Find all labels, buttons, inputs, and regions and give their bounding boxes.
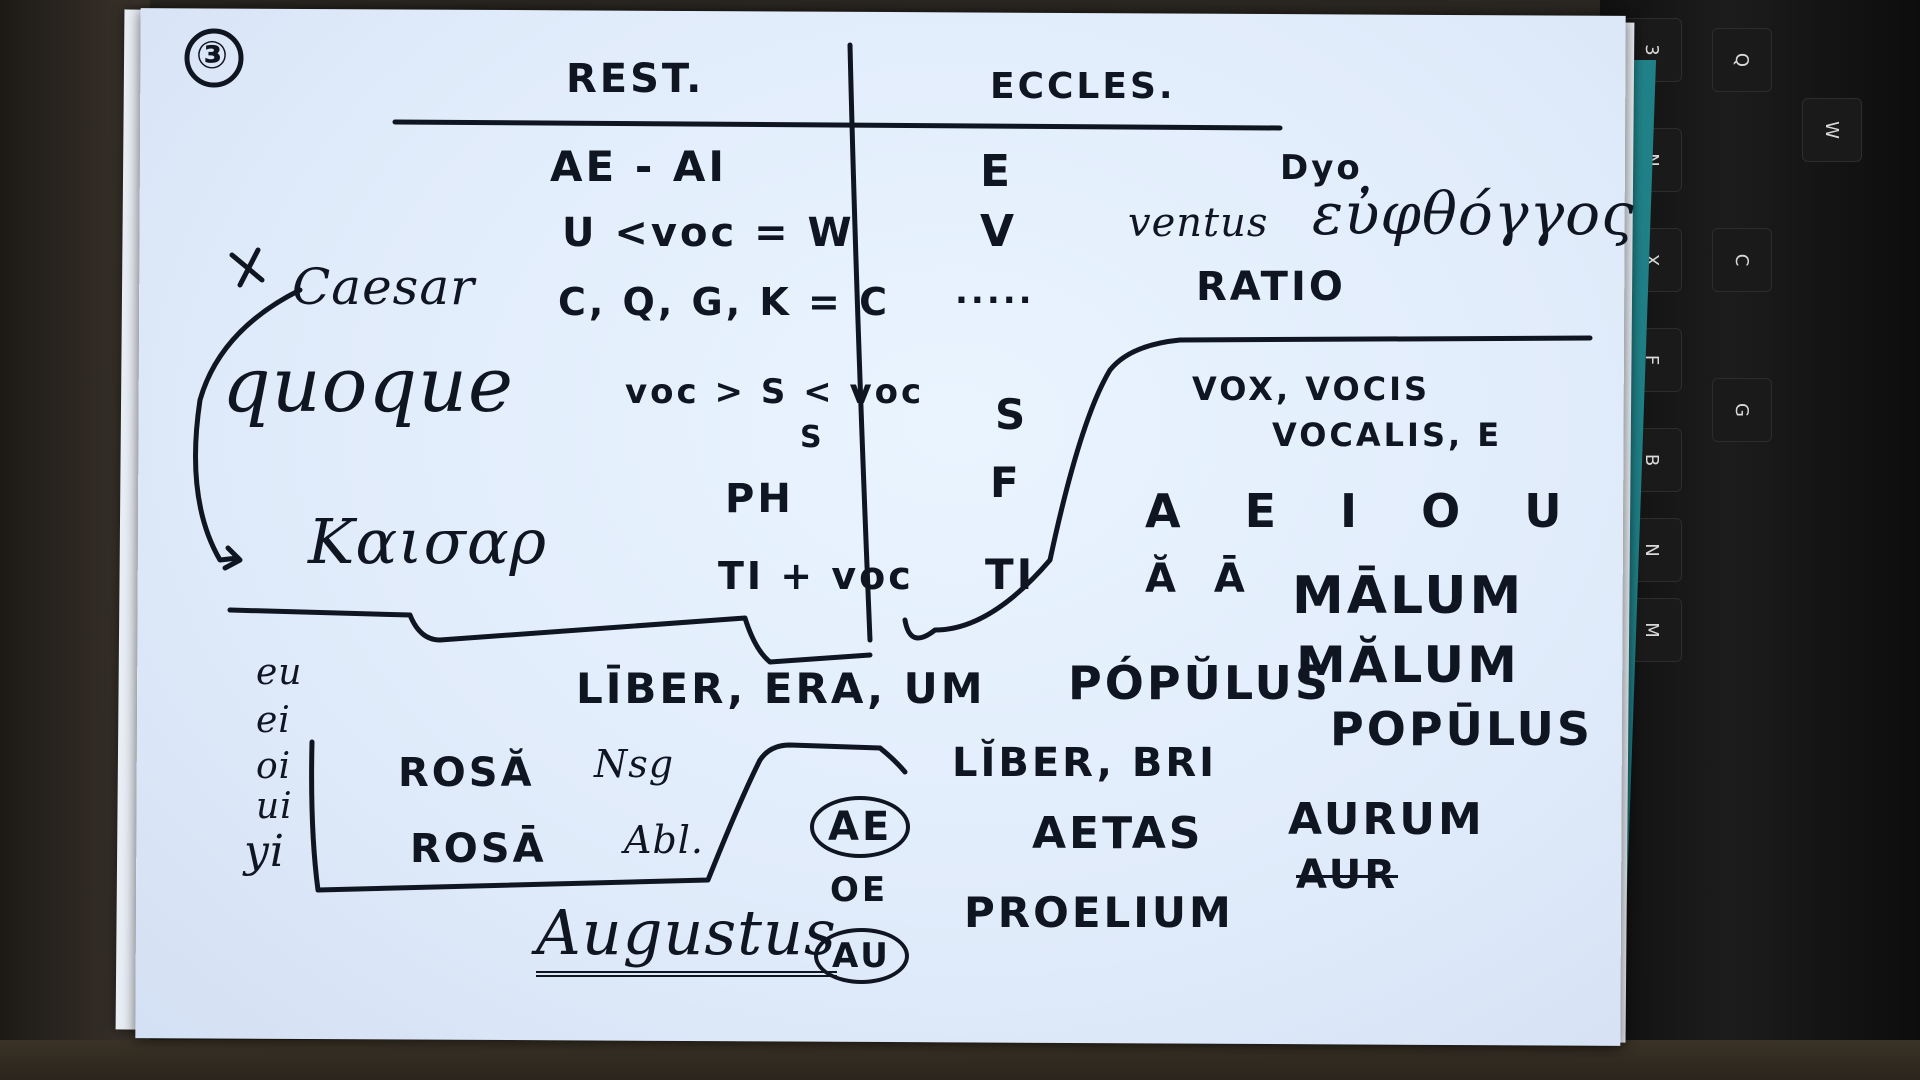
word-aetas: AETAS <box>1032 808 1204 859</box>
note-dyo: Dyo <box>1280 148 1363 188</box>
eccl-row-v: V <box>980 206 1018 257</box>
note-vocalis: VOCALIS, E <box>1272 416 1503 454</box>
column-header-ecclesiastical: ECCLES. <box>990 66 1176 107</box>
rosa-bracket <box>309 739 908 893</box>
diphthong-oe-circled: OE <box>830 870 889 910</box>
word-proelium: PROELIUM <box>964 888 1234 937</box>
word-populus-short: PÓPŬLUS <box>1068 656 1332 710</box>
diphthong-ae-circled: AE <box>810 796 911 858</box>
note-ventus: ventus <box>1128 200 1269 246</box>
note-vowels: A E I O U <box>1145 484 1586 538</box>
word-liber-adj: LĪBER, ERA, UM <box>576 664 986 713</box>
note-malum-long: MĀLUM <box>1292 566 1525 626</box>
note-populus-long: POPŪLUS <box>1330 702 1594 756</box>
rest-row-ph: PH <box>725 476 794 522</box>
word-rosa-nom-tag: Nsg <box>594 742 675 786</box>
diphthong-eu: eu <box>256 652 303 693</box>
right-section-divider <box>902 335 1593 641</box>
header-rule <box>392 119 1283 131</box>
keyboard: 3 N X F B N M Q C G W <box>1600 0 1920 1080</box>
page-number-circle <box>184 28 244 88</box>
rest-row-s-sub: S <box>800 420 825 455</box>
eccl-row-c: ..... <box>955 272 1035 312</box>
note-malum-short: MĂLUM <box>1296 636 1520 694</box>
word-liber-noun: LĬBER, BRI <box>952 740 1218 786</box>
rest-row-s: voc > S < voc <box>625 372 925 412</box>
page-number: ③ <box>196 33 229 77</box>
column-divider <box>847 42 873 643</box>
note-greek-word: εὐφθόγγος <box>1312 180 1635 248</box>
word-aurum: AURUM <box>1288 794 1485 845</box>
eccl-row-s: S <box>995 390 1029 439</box>
word-aur-struck: AUR <box>1296 852 1399 898</box>
note-ratio: RATIO <box>1196 264 1346 310</box>
note-greek-kaisar: Kαισαρ <box>308 505 548 578</box>
rest-row-u: U <voc = W <box>562 210 855 256</box>
desk-surface-bottom <box>0 1040 1920 1080</box>
rest-row-ti: TI + voc <box>718 554 914 598</box>
rest-row-c: C, Q, G, K = C <box>558 280 891 324</box>
note-caesar: Caesar <box>292 258 476 316</box>
diphthong-ui: ui <box>256 786 293 827</box>
diphthong-oi: oi <box>256 746 292 787</box>
eccl-row-f: F <box>990 458 1022 507</box>
word-rosa-abl-tag: Abl. <box>624 818 704 862</box>
eccl-row-ti: TI <box>985 550 1036 599</box>
word-rosa-nom: ROSĂ <box>398 750 535 796</box>
table-bottom-rule <box>227 607 873 665</box>
arrow-caesar-kaisar <box>193 287 303 563</box>
diphthong-au-circled: AU <box>814 928 909 984</box>
note-breve-long: Ă Ā <box>1145 556 1257 602</box>
diphthong-yi: yi <box>244 826 285 877</box>
note-quoque: quoque <box>222 340 514 429</box>
note-vox: VOX, VOCIS <box>1192 370 1431 408</box>
word-augustus: Augustus <box>536 896 837 977</box>
word-rosa-abl: ROSĀ <box>410 826 547 872</box>
column-header-restored: REST. <box>566 56 705 102</box>
diphthong-ei: ei <box>256 700 291 741</box>
rest-row-ae: AE - AI <box>550 142 728 191</box>
eccl-row-e: E <box>980 146 1014 197</box>
